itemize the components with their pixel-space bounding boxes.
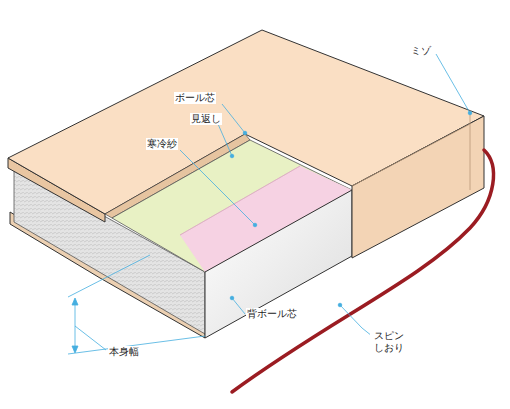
body-width-label: 本身幅 [108,346,140,358]
groove-line [352,124,470,186]
endpaper-label: 見返し [190,113,222,125]
cover-spine [352,116,484,258]
leader-line [222,104,245,133]
groove-label: ミゾ [410,45,432,57]
leader-line [340,305,372,336]
mull-label: 寒冷紗 [146,138,178,150]
leader-line [75,326,106,350]
leader-line [232,298,245,314]
spine-board [205,190,352,338]
ribbon-label: スピン しおり [370,330,408,354]
leader-line [218,124,232,156]
dimension-arrow [72,298,78,305]
leader-dot [230,154,234,158]
spine-board-label: 背ボール芯 [246,308,298,320]
groove-line [470,110,471,190]
ribbon-bookmark [232,150,493,392]
leader-dot [468,111,472,115]
leader-dot [243,131,247,135]
leader-line [436,54,470,113]
dimension-line [75,300,76,351]
leader-dot [338,303,342,307]
dimension-extension [68,255,150,297]
board-label: ボール芯 [174,92,216,104]
leader-dot [253,223,257,227]
leader-dot [230,296,234,300]
mull-edge [180,166,300,235]
leader-line [180,150,255,225]
dimension-arrow [72,346,78,353]
